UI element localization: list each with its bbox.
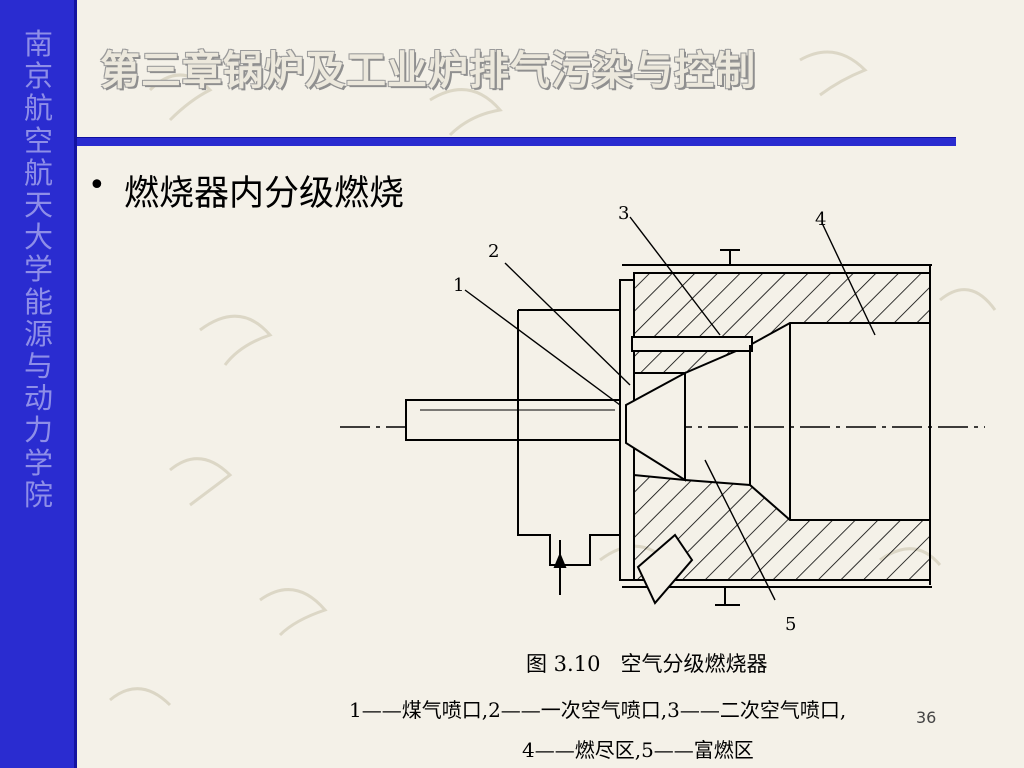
- bullet-icon: •: [88, 168, 106, 203]
- diagram-label-3: 3: [618, 203, 629, 224]
- bullet-text: 燃烧器内分级燃烧: [124, 174, 405, 214]
- figure-legend-line-1: 1——煤气喷口,2——一次空气喷口,3——二次空气喷口,: [349, 698, 847, 722]
- burner-diagram: 1 2 3 4 5: [340, 203, 985, 635]
- diagram-label-2: 2: [488, 241, 499, 262]
- diagram-label-5: 5: [785, 614, 796, 635]
- figure-caption: 图 3.10 空气分级燃烧器: [526, 652, 768, 676]
- diagram-label-1: 1: [453, 275, 464, 296]
- sidebar: 南京航空航天大学能源与动力学院: [0, 0, 77, 768]
- institution-name: 南京航空航天大学能源与动力学院: [24, 27, 54, 512]
- diagram-label-4: 4: [815, 209, 826, 230]
- figure-legend-line-2: 4——燃尽区,5——富燃区: [522, 738, 754, 762]
- title-divider: [77, 137, 956, 146]
- page-number: 36: [916, 708, 937, 727]
- slide-title: 第三章锅炉及工业炉排气污染与控制: [100, 48, 756, 94]
